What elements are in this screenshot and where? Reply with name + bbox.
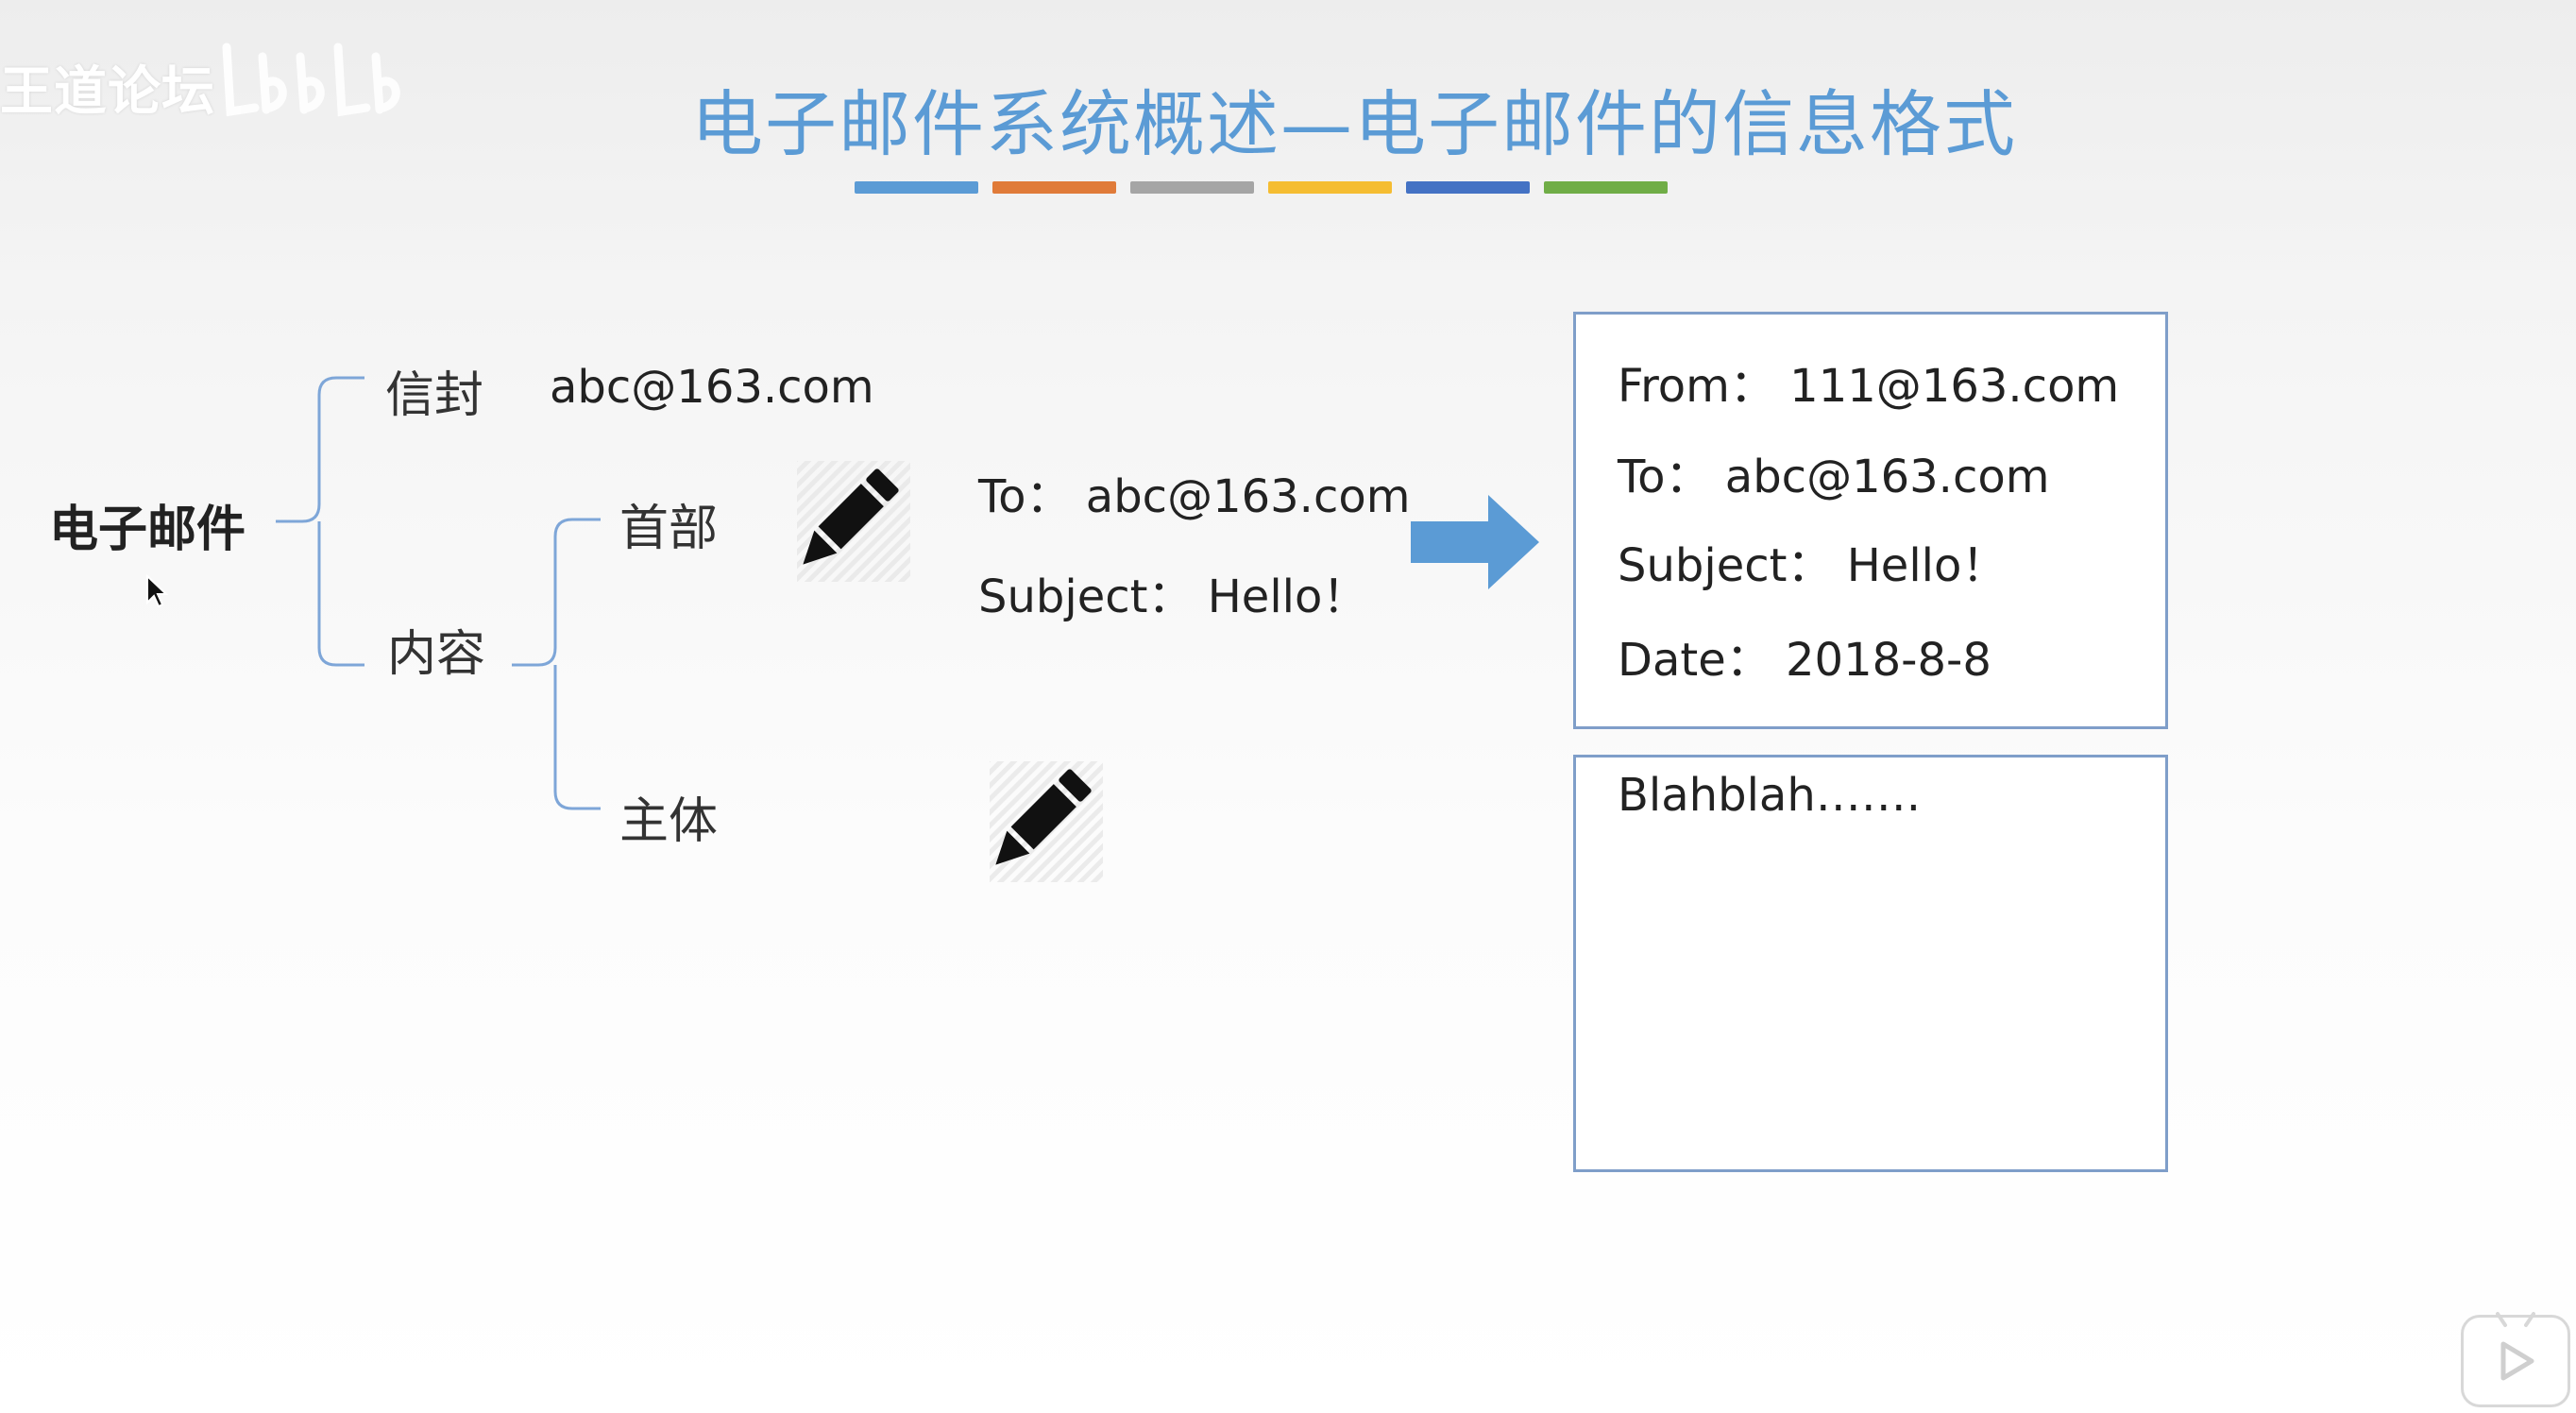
pencil-icon [990,761,1103,882]
title-bar-green [1544,181,1668,194]
title-bar-orange [992,181,1116,194]
header-to: To： abc@163.com [1618,451,2050,503]
envelope-address: abc@163.com [550,361,874,414]
title-bar-yellow [1268,181,1392,194]
email-body-box: Blahblah……. [1573,755,2168,1172]
email-header-box: From： 111@163.com To： abc@163.com Subjec… [1573,312,2168,729]
pencil-icon [797,461,910,582]
title-underline-bars [855,181,1668,194]
title-bar-blue [855,181,978,194]
header-subject: Subject： Hello！ [1618,539,2008,592]
bracket-root [276,376,364,667]
bracket-content [512,518,601,810]
mouse-cursor-icon [146,573,169,608]
tree-label-envelope: 信封 [385,367,484,424]
title-bar-darkblue [1406,181,1530,194]
title-bar-gray [1130,181,1254,194]
header-subject-line: Subject： Hello！ [978,570,1368,623]
slide-title: 电子邮件系统概述—电子邮件的信息格式 [691,82,2017,166]
arrow-right-icon [1411,495,1539,589]
tree-label-body: 主体 [619,793,719,850]
body-text: Blahblah……. [1618,769,1921,822]
play-button[interactable] [2461,1312,2570,1407]
watermark-forum: 王道论坛 [0,61,215,123]
play-icon [2496,1312,2535,1381]
header-date: Date： 2018-8-8 [1618,634,1991,687]
header-from: From： 111@163.com [1618,360,2120,413]
tree-label-content: 内容 [387,626,486,683]
tree-root-email: 电子邮件 [49,502,246,558]
bilibili-logo-watermark [222,43,400,117]
tree-label-header: 首部 [619,501,719,557]
header-to-line: To： abc@163.com [978,470,1411,523]
